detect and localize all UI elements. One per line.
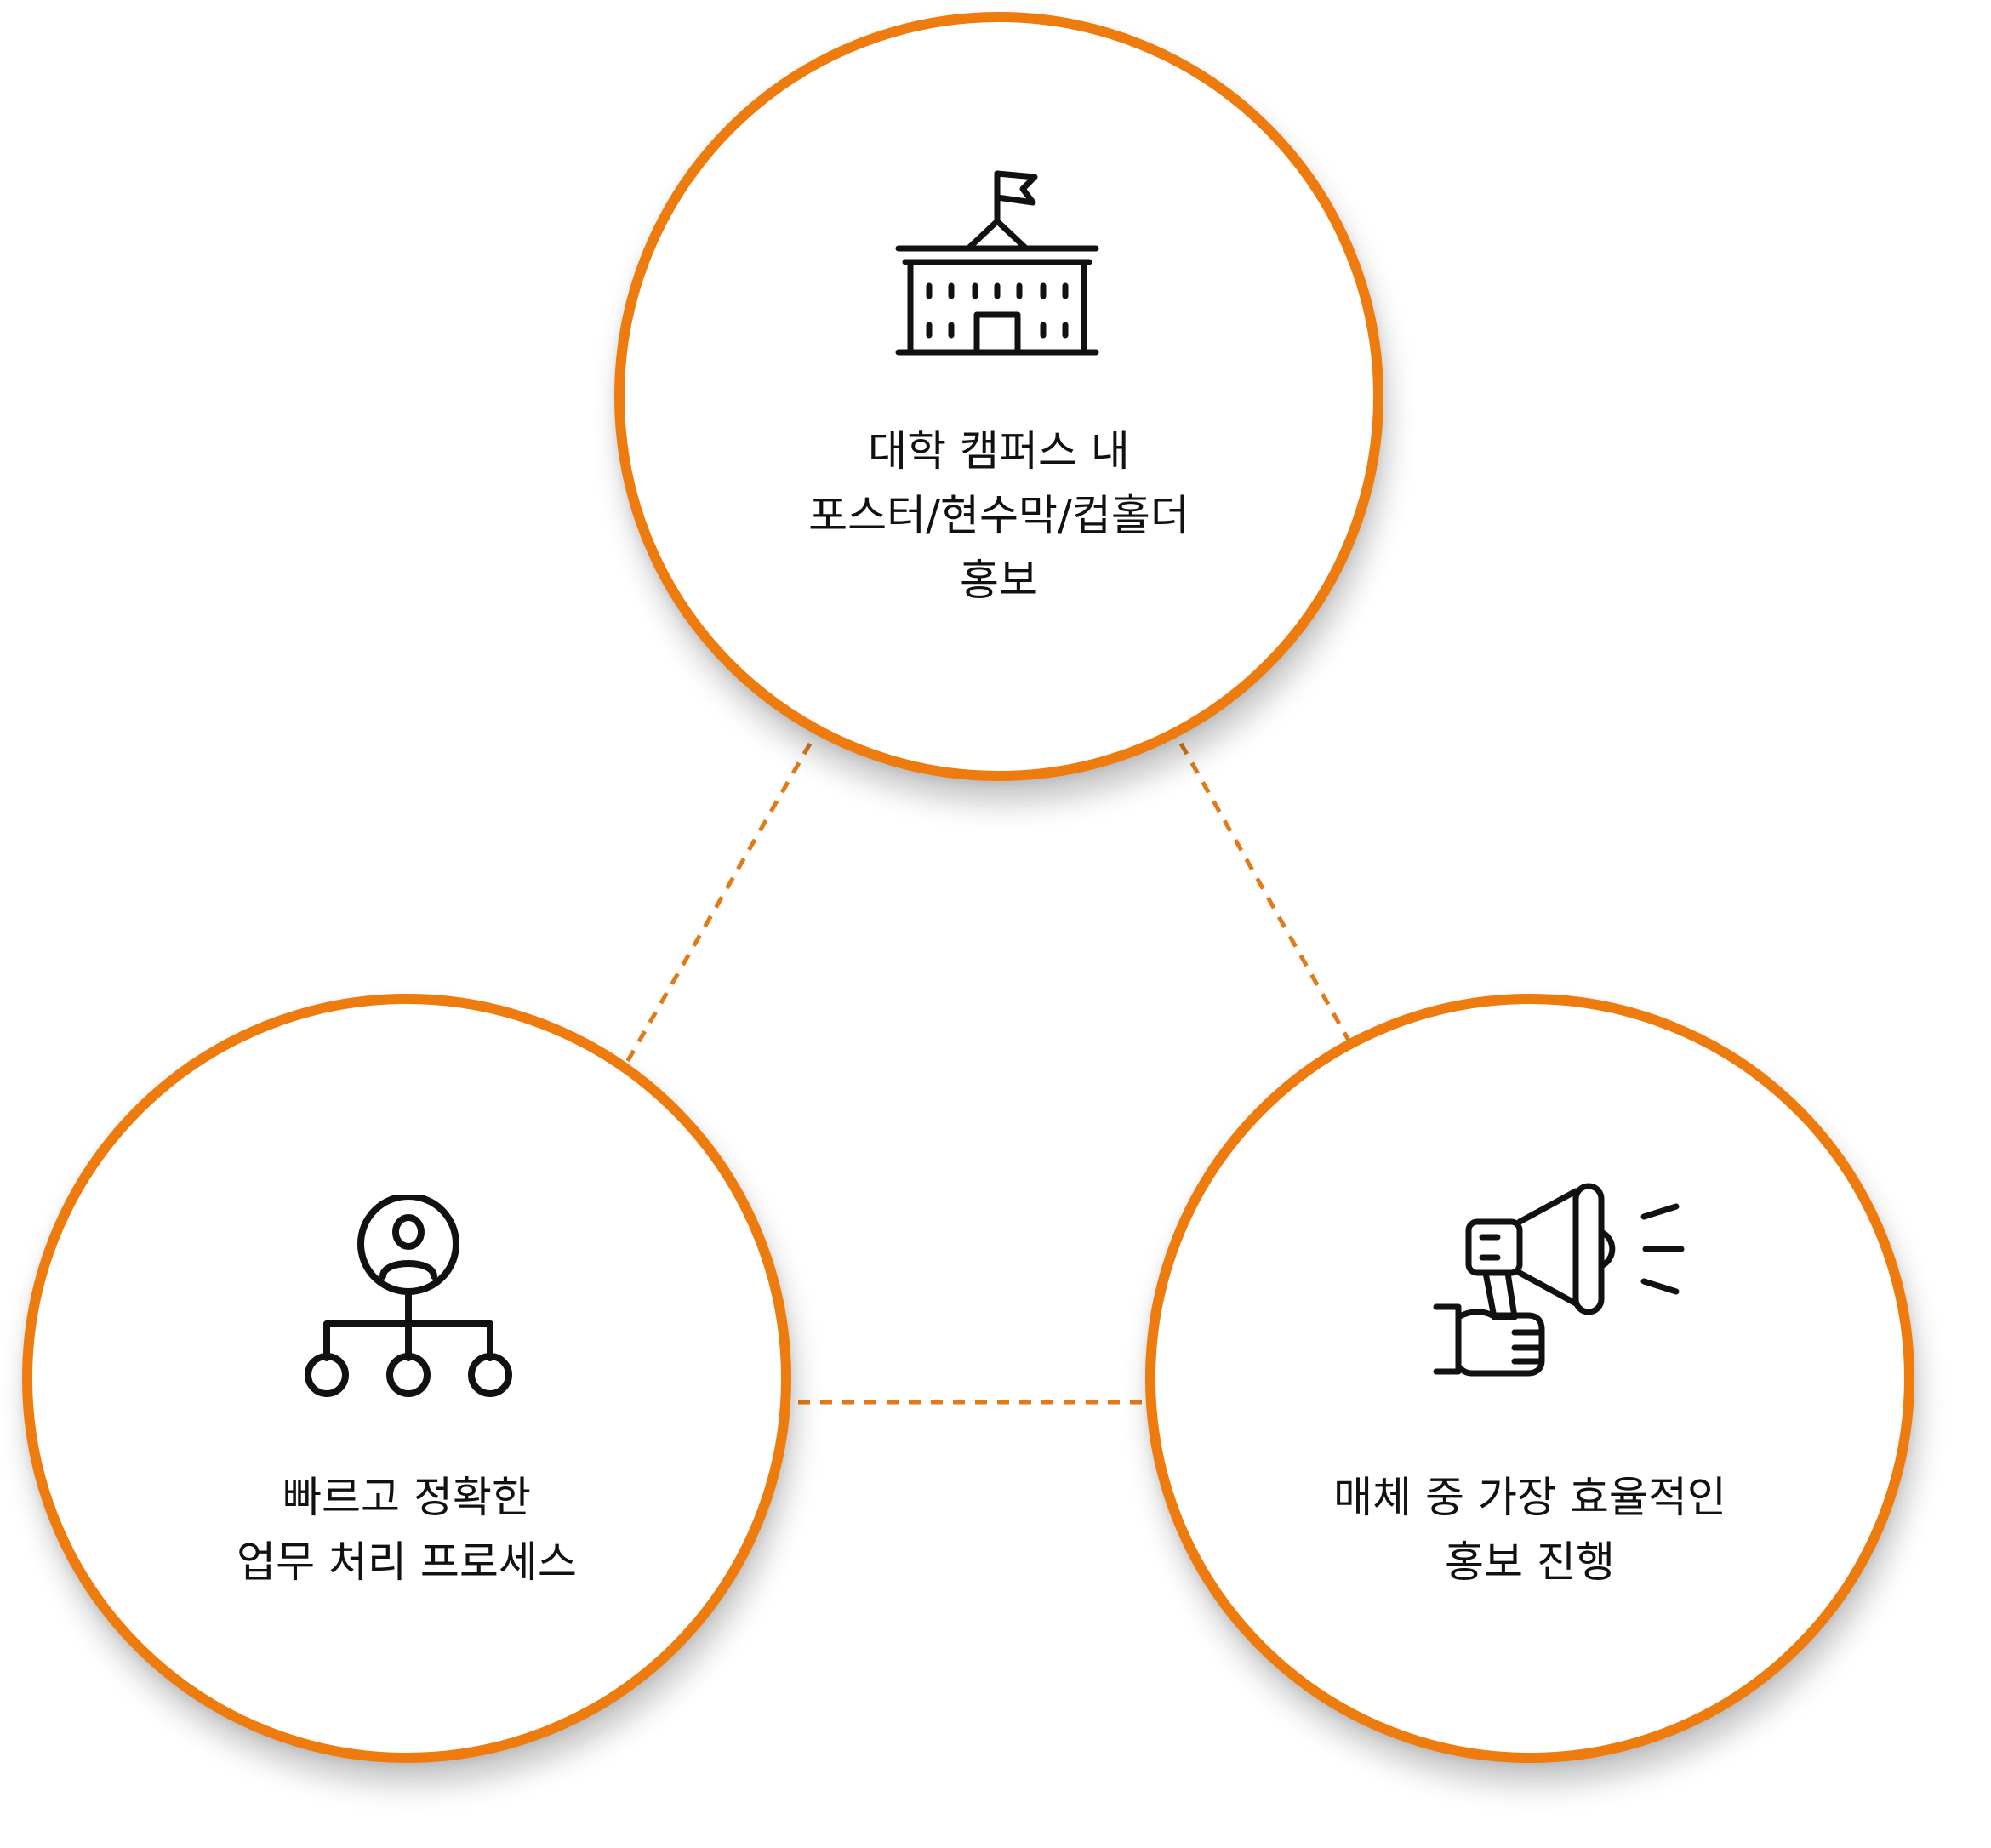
process-circle: [22, 994, 791, 1763]
megaphone-hand-icon: [1433, 1183, 1685, 1377]
campus-label-line-3: 홍보: [960, 556, 1038, 605]
school-building-icon: [895, 170, 1099, 356]
connector-top-right: [1178, 742, 1354, 1047]
process-label-line-2: 업무 처리 프로세스: [237, 1537, 577, 1587]
process-label-line-1: 빠르고 정확한: [282, 1473, 531, 1522]
campus-label-line-1: 대학 캠퍼스 내: [868, 426, 1130, 476]
campus-label-line-2: 포스터/현수막/컵홀더: [808, 491, 1189, 540]
process-label: 빠르고 정확한 업무 처리 프로세스: [151, 1465, 662, 1594]
connector-top-left: [624, 742, 813, 1065]
media-efficiency-circle: [1145, 994, 1914, 1763]
media-efficiency-label: 매체 중 가장 효율적인 홍보 진행: [1275, 1465, 1785, 1594]
campus-promotion-circle: [614, 12, 1383, 781]
org-chart-person-icon: [305, 1195, 512, 1397]
campus-promotion-label: 대학 캠퍼스 내 포스터/현수막/컵홀더 홍보: [742, 419, 1256, 613]
media-label-line-1: 매체 중 가장 효율적인: [1333, 1473, 1726, 1522]
media-label-line-2: 홍보 진행: [1445, 1537, 1615, 1587]
